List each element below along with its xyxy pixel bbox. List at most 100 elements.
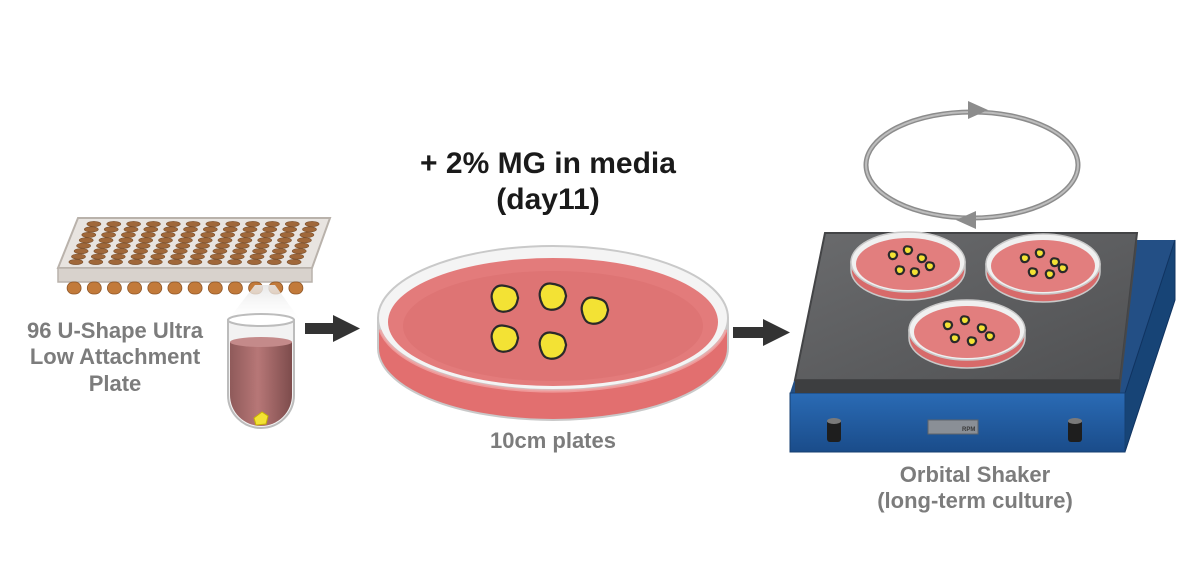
plate-well	[215, 242, 230, 249]
plate-well	[148, 259, 163, 265]
plate-well	[86, 221, 102, 227]
plate-well	[269, 253, 285, 260]
plate-label-line-2: Low Attachment	[29, 344, 201, 370]
plate-well	[297, 237, 312, 244]
well-bottom	[227, 281, 243, 295]
plate-well	[155, 242, 171, 249]
plate-well	[68, 259, 84, 265]
plate-well	[81, 231, 97, 238]
plate-well	[289, 253, 305, 260]
plate-well	[291, 248, 307, 254]
organoid	[966, 336, 978, 347]
plate-well	[150, 253, 166, 260]
plate-well	[252, 248, 267, 254]
plate-well	[277, 237, 292, 244]
plate-well	[195, 242, 210, 249]
96-well-plate	[56, 217, 332, 295]
shaker-petri-dish	[908, 299, 1026, 369]
media-title-line-2: (day11)	[496, 183, 600, 216]
organoid	[916, 253, 928, 264]
shaker-petri-dish	[850, 231, 966, 301]
plate-well	[225, 221, 241, 227]
organoid	[909, 267, 921, 278]
plate-well	[245, 221, 260, 227]
well-bottom	[66, 281, 82, 295]
plate-well	[183, 226, 198, 233]
plate-well	[210, 253, 225, 260]
rpm-label: RPM	[962, 427, 975, 433]
plate-well	[222, 226, 238, 233]
plate-well	[212, 248, 228, 254]
plate-label-line-1: 96 U-Shape Ultra	[26, 318, 204, 343]
plate-well	[84, 226, 99, 233]
organoid	[902, 245, 914, 256]
plate-well	[205, 221, 221, 227]
media-title-line-1: + 2% MG in media	[420, 147, 676, 180]
plate-well	[113, 248, 128, 254]
shaker-knob-right[interactable]	[1068, 418, 1082, 442]
organoid	[949, 333, 961, 344]
plate-well	[240, 231, 255, 238]
plate-well	[146, 221, 161, 227]
plate-well	[91, 253, 106, 260]
organoid	[1034, 248, 1046, 259]
plate-well	[259, 231, 275, 238]
plate-well	[187, 259, 203, 265]
plate-well	[232, 248, 247, 254]
dish-caption: 10cm plates	[490, 428, 616, 453]
plate-well	[265, 221, 280, 227]
plate-well	[133, 248, 148, 254]
plate-well	[299, 231, 315, 238]
shaker-caption-line-2: (long-term culture)	[877, 488, 1073, 514]
plate-well	[262, 226, 278, 233]
plate-well	[110, 253, 126, 260]
organoid	[959, 315, 971, 326]
plate-well	[294, 242, 310, 249]
organoid	[538, 331, 568, 360]
well-bottom	[167, 281, 183, 295]
shaker-dishes	[850, 231, 1101, 369]
plate-well	[257, 237, 273, 244]
plate-well	[153, 248, 168, 254]
plate-well	[274, 242, 290, 249]
organoid	[942, 320, 954, 331]
organoid	[976, 323, 988, 334]
media-title: + 2% MG in media (day11)	[368, 146, 728, 218]
well-bottom	[86, 281, 102, 295]
tube-organoid	[253, 411, 269, 426]
culture-tube	[227, 313, 295, 429]
plate-well	[207, 259, 223, 265]
organoid	[1049, 257, 1061, 268]
plate-well	[121, 231, 136, 238]
arrow-plate-to-dish	[305, 315, 360, 342]
plate-well	[302, 226, 317, 233]
plate-well	[158, 237, 173, 244]
shaker-caption: Orbital Shaker (long-term culture)	[830, 462, 1120, 515]
plate-well	[118, 237, 134, 244]
organoid	[1044, 269, 1056, 280]
plate-well	[227, 259, 242, 265]
well-bottom	[147, 281, 163, 295]
plate-label: 96 U-Shape Ultra Low Attachment Plate	[0, 318, 230, 397]
plate-well	[101, 231, 116, 238]
plate-well	[175, 242, 191, 249]
plate-well	[235, 242, 250, 249]
well-bottom	[187, 281, 203, 295]
plate-well	[163, 226, 178, 233]
plate-well	[141, 231, 156, 238]
plate-well	[279, 231, 295, 238]
shaker-knob-left[interactable]	[827, 418, 841, 442]
plate-well	[103, 226, 119, 233]
well-bottom	[207, 281, 223, 295]
shaker-caption-line-1: Orbital Shaker	[899, 462, 1051, 487]
plate-well	[286, 259, 302, 265]
plate-well	[73, 248, 89, 254]
plate-wells	[68, 221, 320, 265]
plate-well	[200, 231, 216, 238]
plate-well	[254, 242, 270, 249]
plate-well	[192, 248, 208, 254]
plate-well	[126, 221, 141, 227]
organoid	[887, 250, 899, 261]
plate-well	[242, 226, 258, 233]
